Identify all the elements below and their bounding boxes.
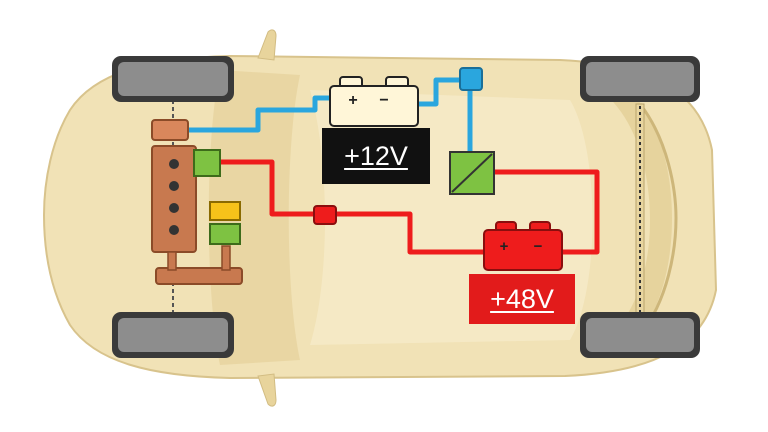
- wire-48v: [218, 159, 484, 255]
- junction-box: [459, 67, 483, 91]
- tire-icon: [112, 56, 700, 358]
- battery-48v-icon: + −: [483, 221, 563, 271]
- battery-12v-icon: + −: [329, 76, 419, 127]
- battery-48v-minus: −: [534, 238, 543, 255]
- engine-icon: [151, 119, 243, 285]
- battery-48v-plus: +: [500, 238, 509, 255]
- dc-dc-converter-icon: [449, 151, 495, 195]
- rear-axle: [635, 103, 645, 315]
- battery-12v-label: +12V: [344, 140, 408, 171]
- battery-12v-minus: −: [379, 92, 388, 109]
- control-unit-icon: [209, 201, 241, 245]
- label-48v-box: [469, 274, 575, 324]
- fuse-icon: [313, 205, 337, 225]
- label-12v-box: [322, 128, 430, 184]
- starter-generator-icon: [193, 149, 221, 177]
- battery-12v-plus: +: [348, 92, 357, 109]
- battery-48v-label: +48V: [490, 283, 554, 314]
- wire-48v-return: [494, 169, 600, 255]
